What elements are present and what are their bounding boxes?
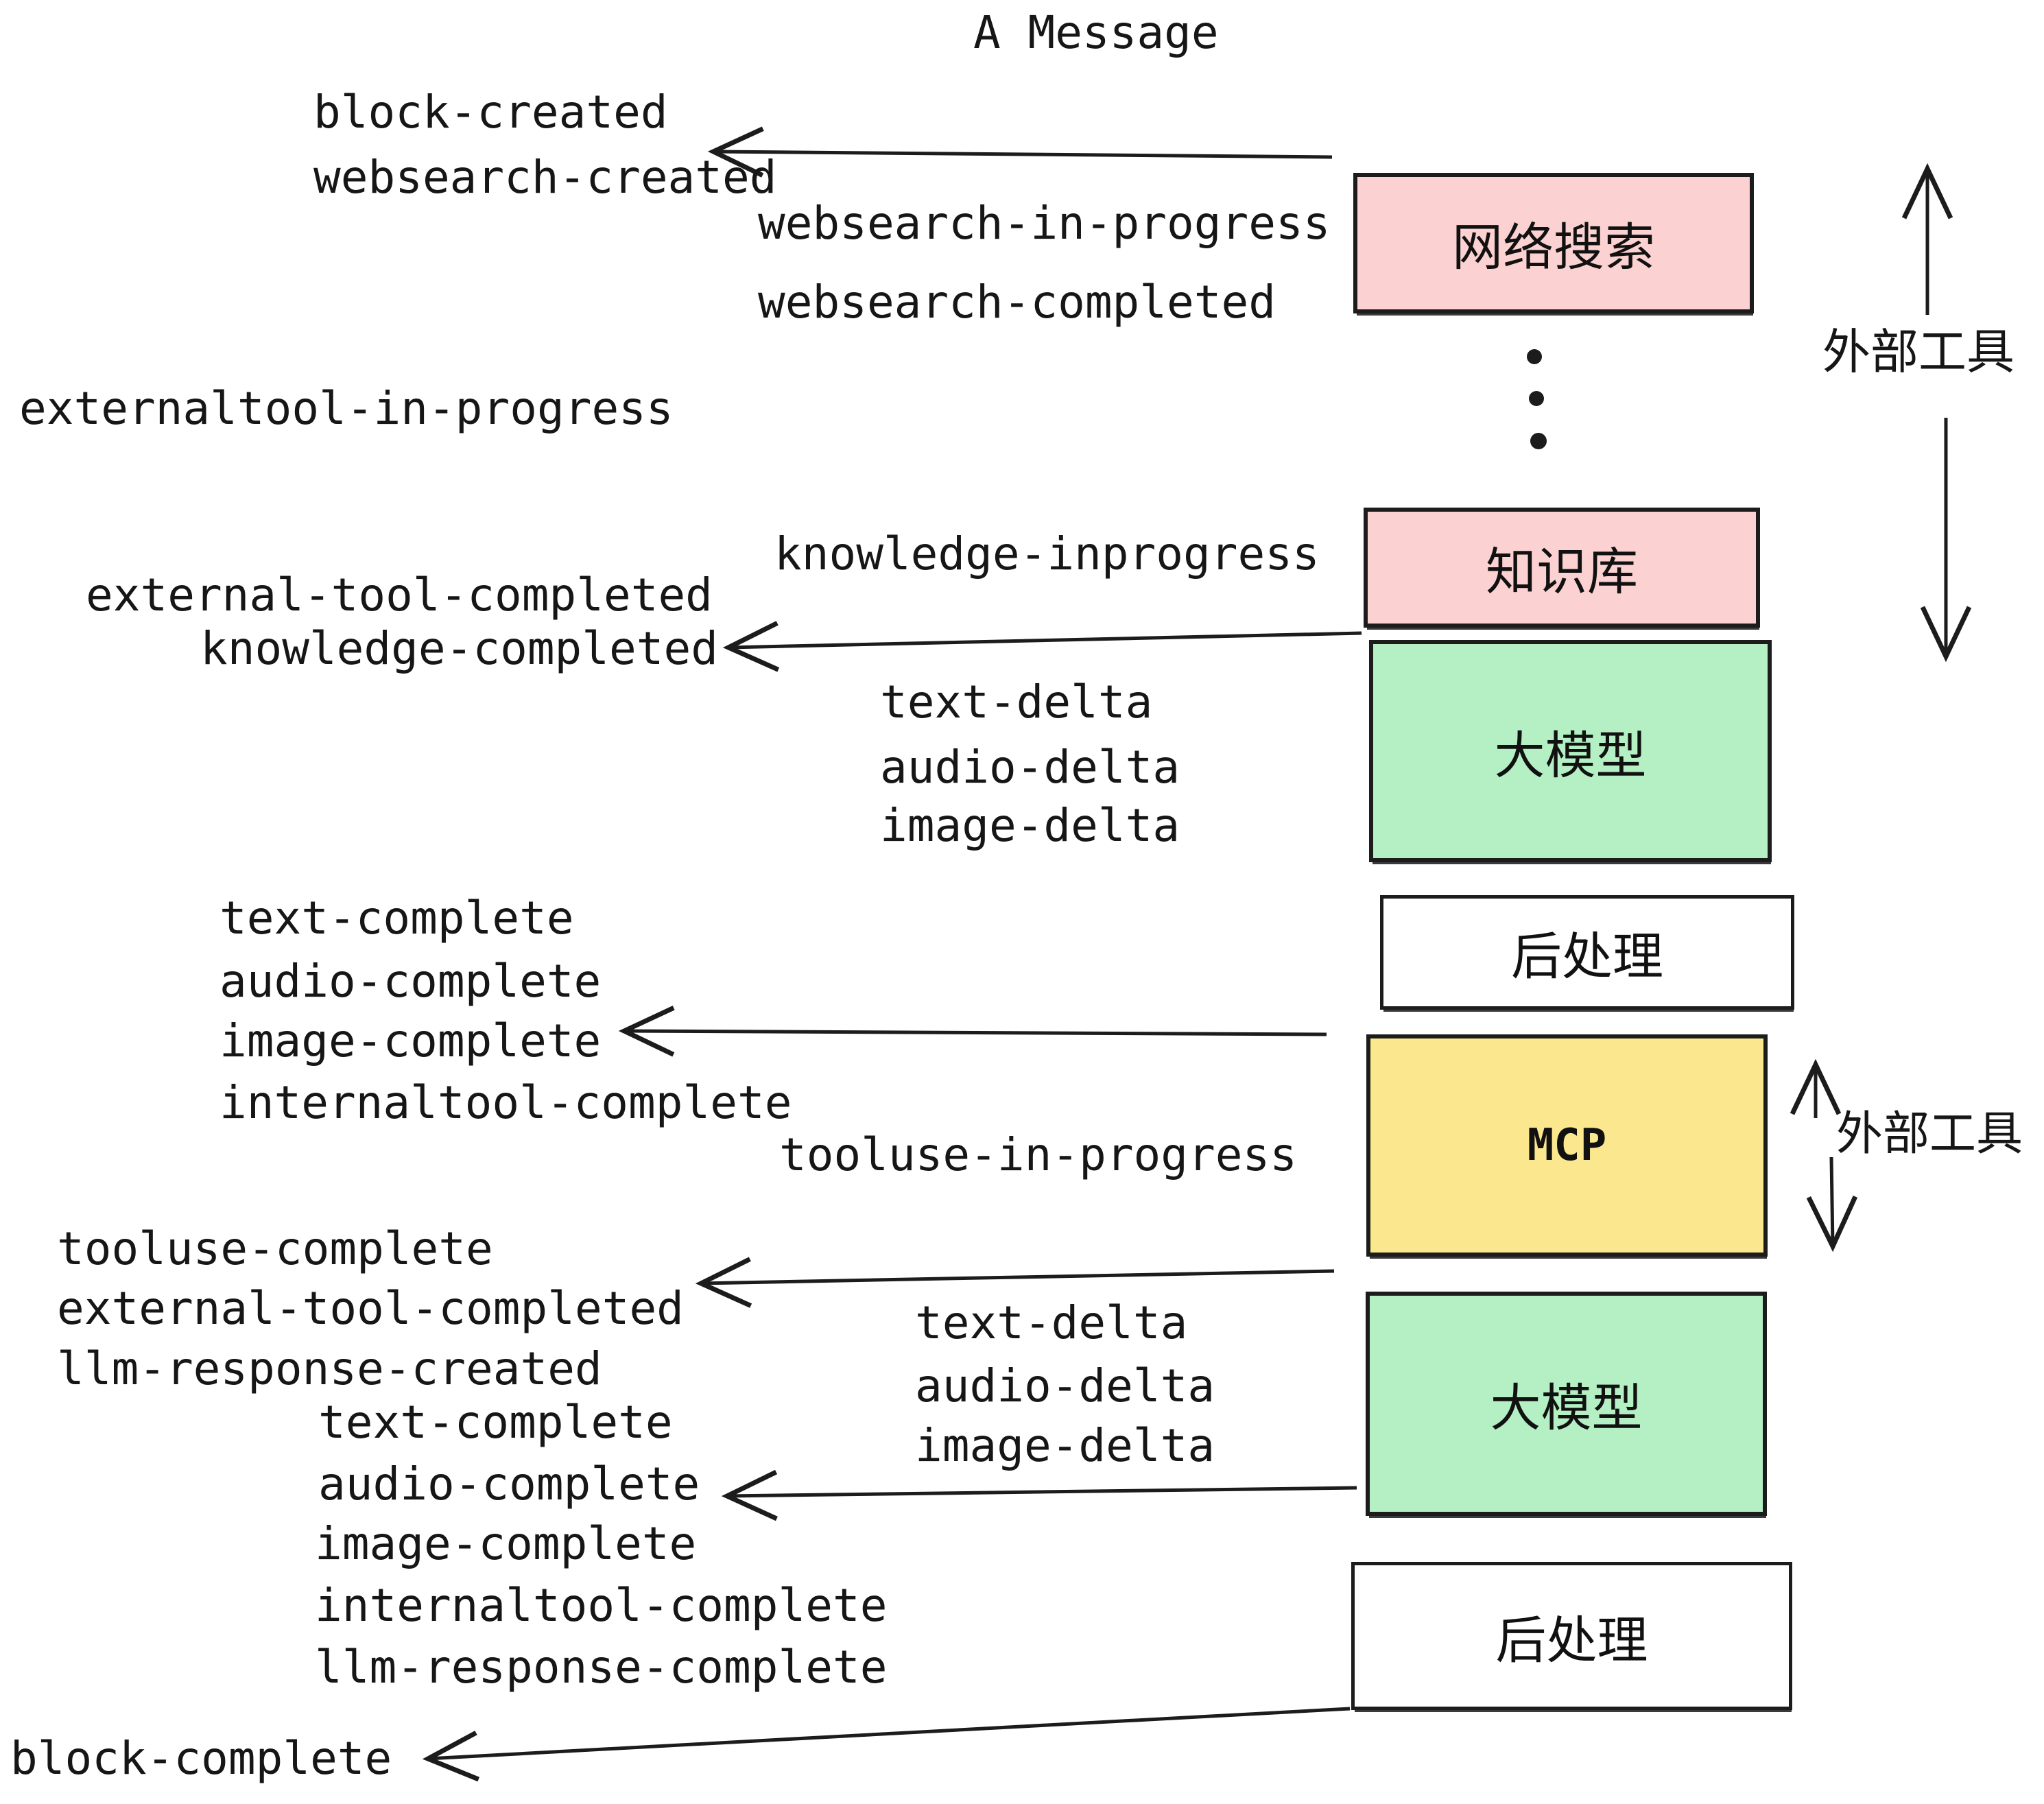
event-label-audio-complete-1: audio-complete bbox=[219, 955, 602, 1008]
external-tools-label-2: 外部工具 bbox=[1836, 1107, 2023, 1161]
arrow-external-tools-down-2 bbox=[1806, 1156, 1858, 1253]
event-label-text-complete-2: text-complete bbox=[318, 1396, 673, 1449]
event-label-external-tool-completed-2: external-tool-completed bbox=[57, 1282, 684, 1335]
event-label-websearch-in-progress: websearch-in-progress bbox=[758, 197, 1331, 250]
box-llm-2: 大模型 bbox=[1366, 1292, 1767, 1516]
box-mcp-label: MCP bbox=[1527, 1120, 1607, 1171]
event-label-llm-response-complete: llm-response-complete bbox=[315, 1641, 888, 1694]
box-llm-1-label: 大模型 bbox=[1494, 726, 1647, 785]
box-llm-1: 大模型 bbox=[1369, 640, 1772, 862]
box-knowledge: 知识库 bbox=[1364, 508, 1760, 628]
event-label-block-created: block-created bbox=[313, 86, 668, 139]
ellipsis-dot bbox=[1527, 349, 1542, 364]
event-label-text-complete-1: text-complete bbox=[219, 892, 574, 945]
event-label-text-delta-1: text-delta bbox=[880, 676, 1153, 728]
box-websearch: 网络搜索 bbox=[1353, 173, 1754, 313]
event-label-llm-response-created: llm-response-created bbox=[57, 1342, 602, 1395]
box-knowledge-label: 知识库 bbox=[1486, 543, 1638, 602]
box-postprocess-2-label: 后处理 bbox=[1495, 1611, 1648, 1670]
event-label-tooluse-in-progress: tooluse-in-progress bbox=[779, 1128, 1297, 1181]
diagram-title: A Message bbox=[973, 6, 1219, 59]
event-label-knowledge-inprogress: knowledge-inprogress bbox=[774, 527, 1320, 580]
event-label-external-tool-completed-1: external-tool-completed bbox=[86, 569, 713, 621]
box-websearch-label: 网络搜索 bbox=[1452, 218, 1655, 277]
event-label-image-complete-1: image-complete bbox=[219, 1014, 602, 1067]
ellipsis-dots bbox=[1527, 349, 1547, 449]
box-postprocess-1: 后处理 bbox=[1380, 895, 1794, 1010]
event-label-externaltool-in-progress: externaltool-in-progress bbox=[19, 382, 674, 435]
box-postprocess-2: 后处理 bbox=[1351, 1562, 1792, 1710]
arrow-websearch-created bbox=[707, 126, 1333, 178]
arrow-internal-complete-1 bbox=[618, 1006, 1327, 1057]
event-label-tooluse-complete: tooluse-complete bbox=[57, 1222, 493, 1275]
arrow-knowledge-completed bbox=[722, 621, 1362, 672]
event-label-websearch-created: websearch-created bbox=[313, 151, 777, 204]
event-label-knowledge-completed: knowledge-completed bbox=[200, 622, 718, 675]
external-tools-label-1: 外部工具 bbox=[1822, 324, 2015, 380]
arrow-internal-complete-2 bbox=[721, 1469, 1357, 1521]
arrow-block-complete bbox=[422, 1707, 1351, 1782]
event-label-audio-delta-1: audio-delta bbox=[880, 741, 1180, 794]
event-label-image-delta-2: image-delta bbox=[915, 1419, 1215, 1472]
event-label-image-delta-1: image-delta bbox=[880, 799, 1180, 852]
box-postprocess-1-label: 后处理 bbox=[1511, 927, 1663, 986]
ellipsis-dot bbox=[1530, 433, 1547, 449]
event-label-internaltool-complete-2: internaltool-complete bbox=[315, 1579, 888, 1632]
event-label-audio-delta-2: audio-delta bbox=[915, 1360, 1215, 1412]
box-llm-2-label: 大模型 bbox=[1490, 1379, 1643, 1438]
event-label-image-complete-2: image-complete bbox=[315, 1517, 697, 1570]
arrow-tooluse-complete bbox=[695, 1257, 1335, 1308]
event-label-internaltool-complete-1: internaltool-complete bbox=[219, 1076, 792, 1129]
ellipsis-dot bbox=[1529, 391, 1544, 406]
event-label-block-complete: block-complete bbox=[10, 1732, 392, 1785]
event-label-text-delta-2: text-delta bbox=[915, 1296, 1188, 1349]
event-label-websearch-completed: websearch-completed bbox=[758, 276, 1276, 329]
box-mcp: MCP bbox=[1366, 1034, 1768, 1257]
event-label-audio-complete-2: audio-complete bbox=[318, 1458, 700, 1510]
